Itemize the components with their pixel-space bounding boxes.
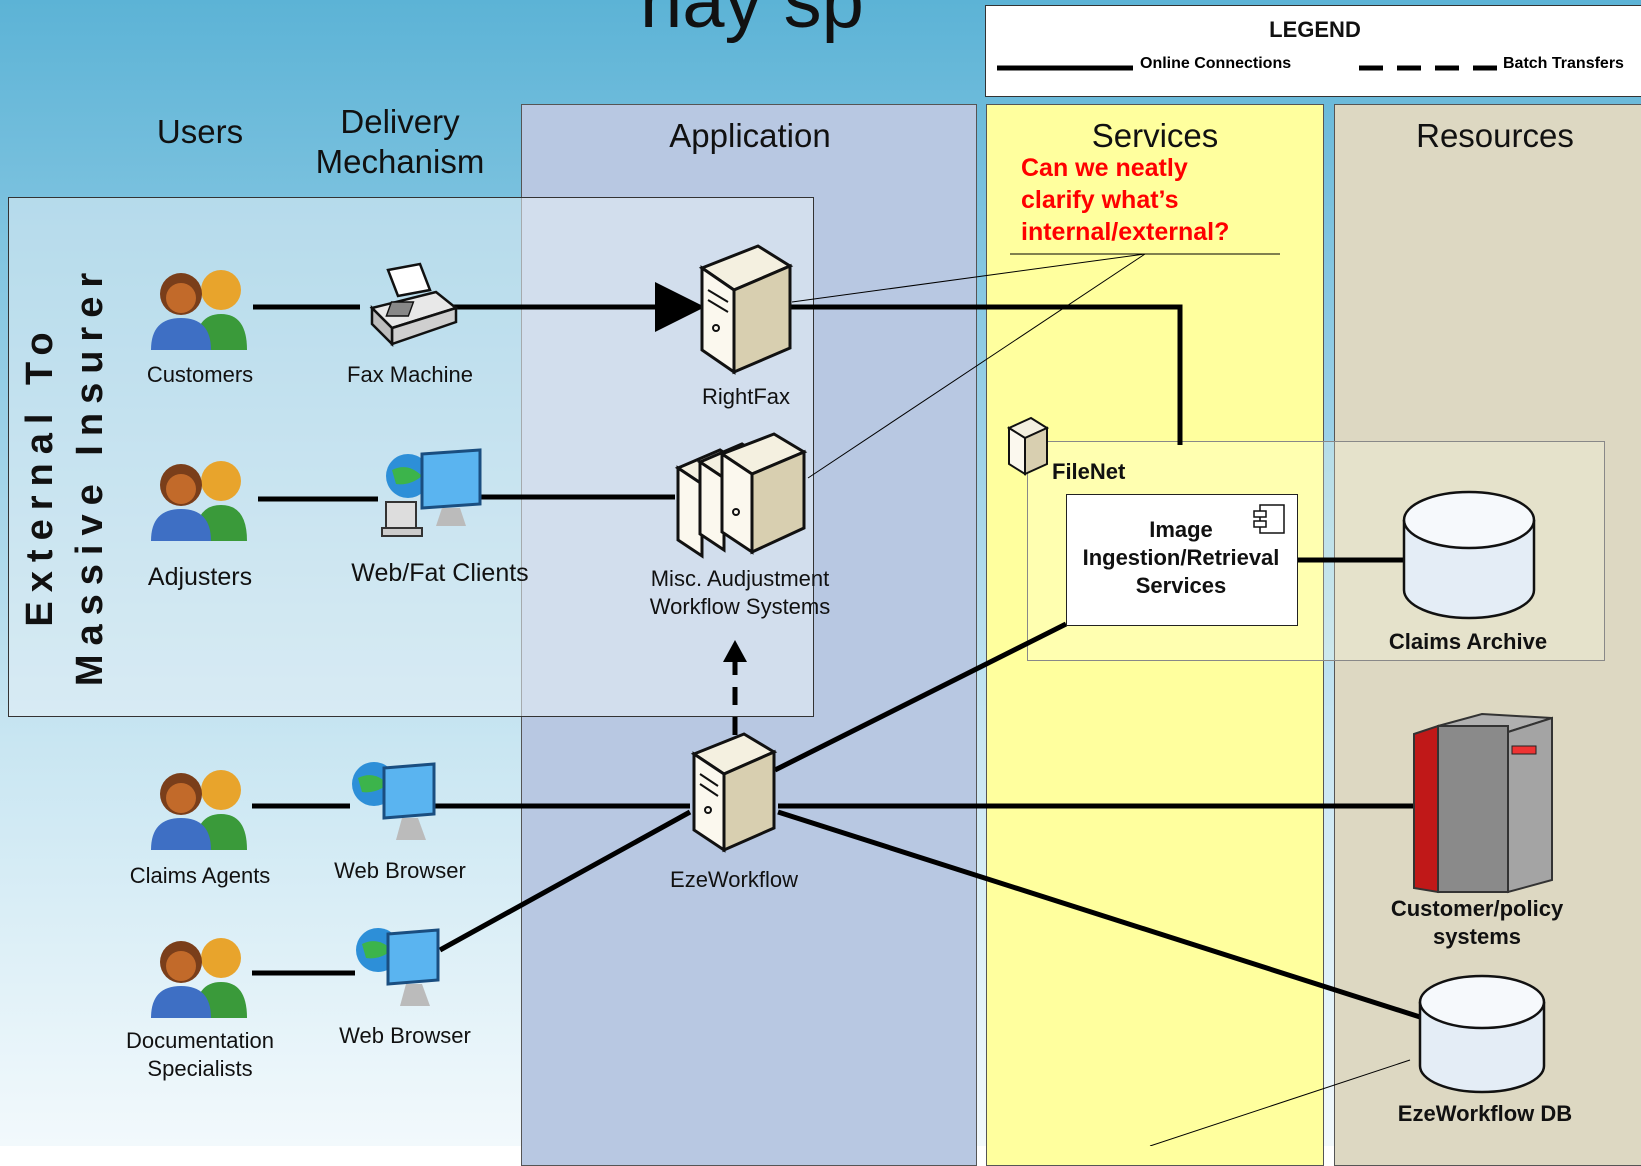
legend-batch-label: Batch Transfers <box>1503 55 1624 72</box>
services-label-filenet: FileNet <box>1052 459 1126 484</box>
web-browser-icon-2 <box>356 928 440 1006</box>
app-label-rightfax: RightFax <box>701 384 791 409</box>
legend-lines <box>997 65 1497 71</box>
customers-icon <box>151 270 247 350</box>
lane-title-users: Users <box>156 113 244 150</box>
resource-label-policy: Customer/policy systems <box>1390 896 1564 949</box>
annotation-note: Can we neatly clarify what’s internal/ex… <box>1021 154 1230 246</box>
app-label-misc: Misc. Audjustment Workflow Systems <box>649 566 831 619</box>
claims-archive-db-icon <box>1402 490 1536 620</box>
user-label-adjusters: Adjusters <box>147 563 253 591</box>
user-label-doc-specialists: Documentation Specialists <box>126 1028 274 1081</box>
web-fat-client-icon <box>381 448 482 537</box>
user-label-customers: Customers <box>146 362 254 387</box>
customer-policy-mainframe-icon <box>1413 712 1553 894</box>
rightfax-server-icon <box>698 244 794 375</box>
misc-workflow-servers-icon <box>674 432 808 559</box>
lane-title-delivery: Delivery Mechanism <box>315 103 485 180</box>
ezeworkflow-server-icon <box>690 732 778 853</box>
adjusters-icon <box>151 461 247 541</box>
user-label-claims-agents: Claims Agents <box>129 863 271 888</box>
connection-eze-db <box>777 809 1421 1020</box>
lane-title-resources: Resources <box>1416 117 1574 154</box>
connection-eze-image <box>773 621 1068 773</box>
filenet-server-icon <box>1006 416 1050 476</box>
legend-title: LEGEND <box>1269 17 1361 42</box>
fax-machine-icon <box>369 262 459 348</box>
resource-label-eze-db: EzeWorkflow DB <box>1397 1101 1573 1126</box>
slide-title: nay sp <box>640 0 864 44</box>
legend-box <box>985 5 1641 97</box>
web-browser-icon <box>352 762 436 840</box>
component-icon <box>1253 504 1285 534</box>
connection-rightfax-filenet <box>790 304 1183 445</box>
app-label-eze: EzeWorkflow <box>670 867 798 892</box>
lane-title-services: Services <box>1091 117 1219 154</box>
delivery-label-webfat: Web/Fat Clients <box>351 559 529 587</box>
delivery-label-browser-2: Web Browser <box>339 1023 471 1048</box>
lane-title-application: Application <box>669 117 831 154</box>
ezeworkflow-db-icon <box>1418 974 1546 1094</box>
callout-line <box>791 253 1146 303</box>
callout-line <box>1149 1059 1411 1146</box>
delivery-label-fax: Fax Machine <box>347 362 473 387</box>
documentation-specialists-icon <box>151 938 247 1018</box>
services-label-image: Image Ingestion/Retrieval Services <box>1082 517 1280 598</box>
callout-line <box>807 253 1146 479</box>
resource-label-archive: Claims Archive <box>1388 629 1548 654</box>
legend-online-label: Online Connections <box>1140 55 1292 72</box>
delivery-label-browser: Web Browser <box>334 858 466 883</box>
connection-browser2-eze <box>438 809 692 953</box>
claims-agents-icon <box>151 770 247 850</box>
batch-arrowhead <box>723 640 747 662</box>
